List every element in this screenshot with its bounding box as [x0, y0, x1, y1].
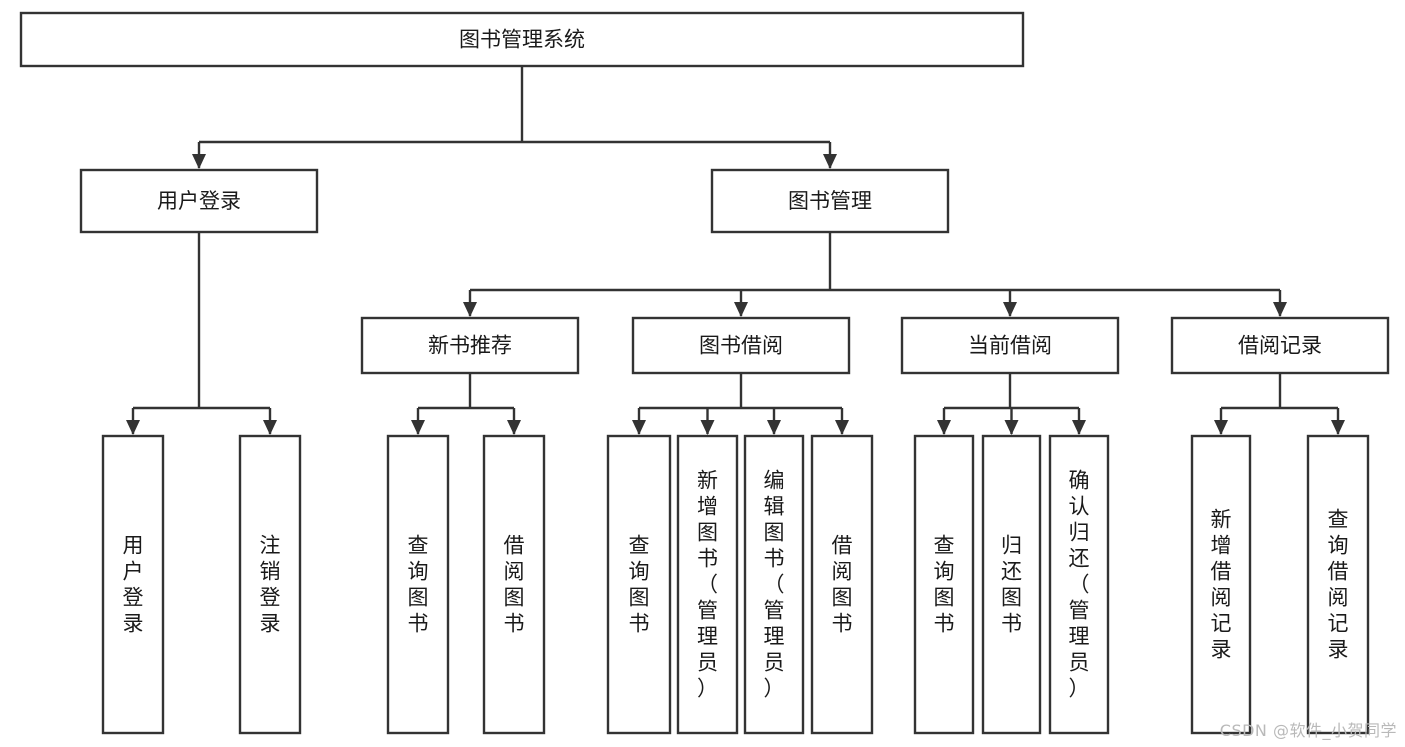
node-box: [1170, 316, 1390, 375]
node-box: [360, 316, 580, 375]
node-label: 查询图书: [629, 534, 650, 636]
node-box: [631, 316, 851, 375]
node-box: [482, 434, 546, 735]
node-l-query-record[interactable]: 查询借阅记录: [1306, 434, 1370, 735]
node-box: [101, 434, 165, 735]
connector-group-root: [192, 66, 837, 169]
node-box: [913, 434, 975, 735]
arrow-head-icon: [463, 302, 477, 317]
node-label: 图书管理系统: [459, 28, 585, 52]
connector-group-n-book-mgmt: [463, 232, 1287, 317]
connector-group-n-user-login: [126, 232, 277, 435]
node-n-user-login[interactable]: 用户登录: [79, 168, 319, 234]
node-label: 图书借阅: [699, 334, 783, 358]
node-box: [981, 434, 1042, 735]
arrow-head-icon: [1072, 420, 1086, 435]
connector-layer: [126, 66, 1345, 435]
node-root[interactable]: 图书管理系统: [19, 11, 1025, 68]
node-l-return-book[interactable]: 归还图书: [981, 434, 1042, 735]
node-l-user-login[interactable]: 用户登录: [101, 434, 165, 735]
node-label: 借阅图书: [832, 534, 853, 636]
node-label: 注销登录: [260, 534, 281, 636]
arrow-head-icon: [632, 420, 646, 435]
node-label: 新增借阅记录: [1211, 508, 1232, 662]
node-l-query-book-2[interactable]: 查询图书: [606, 434, 672, 735]
node-n-records[interactable]: 借阅记录: [1170, 316, 1390, 375]
node-n-borrow[interactable]: 图书借阅: [631, 316, 851, 375]
node-label: 查询图书: [934, 534, 955, 636]
node-box: [1048, 434, 1110, 735]
arrow-head-icon: [734, 302, 748, 317]
arrow-head-icon: [1273, 302, 1287, 317]
node-label: 编辑图书（管理员）: [764, 469, 785, 701]
node-box: [238, 434, 302, 735]
node-label: 确认归还（管理员）: [1069, 469, 1090, 701]
node-label: 新书推荐: [428, 334, 512, 358]
node-label: 查询借阅记录: [1328, 508, 1349, 662]
arrow-head-icon: [937, 420, 951, 435]
node-label: 查询图书: [408, 534, 429, 636]
connector-group-n-records: [1214, 373, 1345, 435]
arrow-head-icon: [263, 420, 277, 435]
node-box: [606, 434, 672, 735]
arrow-head-icon: [823, 154, 837, 169]
node-l-user-logout[interactable]: 注销登录: [238, 434, 302, 735]
node-l-add-record[interactable]: 新增借阅记录: [1190, 434, 1252, 735]
node-box: [79, 168, 319, 234]
node-n-new-rec[interactable]: 新书推荐: [360, 316, 580, 375]
node-box: [676, 434, 739, 735]
arrow-head-icon: [126, 420, 140, 435]
node-label: 当前借阅: [968, 334, 1052, 358]
node-label: 用户登录: [123, 534, 144, 636]
node-box: [710, 168, 950, 234]
connector-group-n-borrow: [632, 373, 849, 435]
node-l-confirm-return[interactable]: 确认归还（管理员）: [1048, 434, 1110, 735]
arrow-head-icon: [835, 420, 849, 435]
node-label: 新增图书（管理员）: [697, 469, 718, 701]
arrow-head-icon: [192, 154, 206, 169]
arrow-head-icon: [1214, 420, 1228, 435]
node-l-edit-book[interactable]: 编辑图书（管理员）: [743, 434, 805, 735]
node-l-borrow-book-1[interactable]: 借阅图书: [482, 434, 546, 735]
connector-group-n-current: [937, 373, 1086, 435]
node-layer: 图书管理系统用户登录图书管理新书推荐图书借阅当前借阅借阅记录用户登录注销登录查询…: [19, 11, 1390, 735]
node-l-borrow-book-2[interactable]: 借阅图书: [810, 434, 874, 735]
arrow-head-icon: [507, 420, 521, 435]
node-n-current[interactable]: 当前借阅: [900, 316, 1120, 375]
node-box: [386, 434, 450, 735]
node-box: [1190, 434, 1252, 735]
node-box: [1306, 434, 1370, 735]
node-label: 用户登录: [157, 189, 241, 213]
arrow-head-icon: [1004, 420, 1019, 435]
connector-group-n-new-rec: [411, 373, 521, 435]
node-box: [743, 434, 805, 735]
node-box: [19, 11, 1025, 68]
node-box: [900, 316, 1120, 375]
arrow-head-icon: [700, 420, 715, 435]
node-label: 借阅记录: [1238, 334, 1322, 358]
arrow-head-icon: [1331, 420, 1345, 435]
node-l-query-book-3[interactable]: 查询图书: [913, 434, 975, 735]
node-label: 归还图书: [1001, 534, 1022, 636]
node-l-add-book[interactable]: 新增图书（管理员）: [676, 434, 739, 735]
arrow-head-icon: [1003, 302, 1017, 317]
arrow-head-icon: [411, 420, 425, 435]
node-label: 图书管理: [788, 189, 872, 213]
node-label: 借阅图书: [504, 534, 525, 636]
node-box: [810, 434, 874, 735]
node-n-book-mgmt[interactable]: 图书管理: [710, 168, 950, 234]
arrow-head-icon: [767, 420, 781, 435]
node-l-query-book-1[interactable]: 查询图书: [386, 434, 450, 735]
